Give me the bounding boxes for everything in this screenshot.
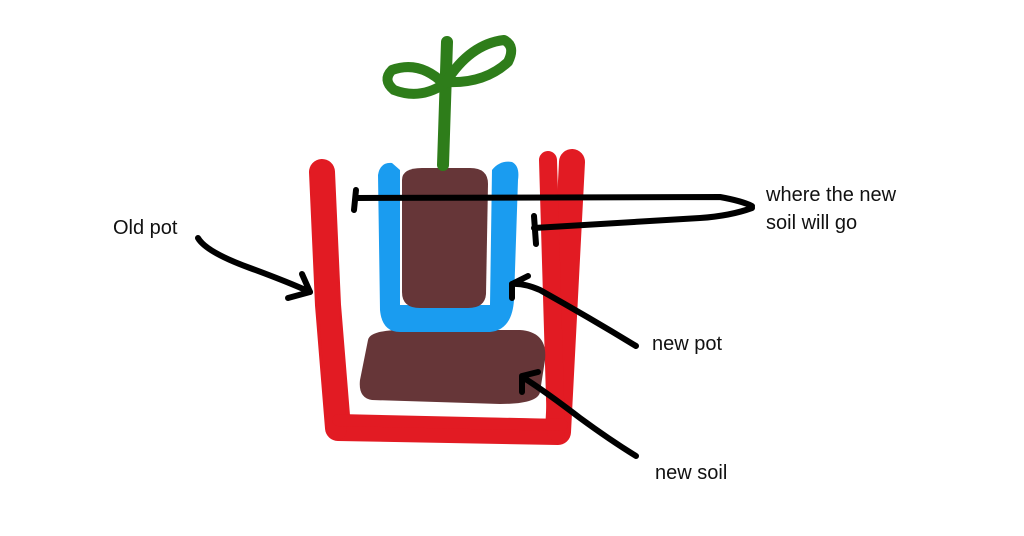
new-pot-arrowhead xyxy=(509,273,531,301)
soil-gap-label: where the new soil will go xyxy=(766,181,896,237)
old-pot-arrowhead xyxy=(285,271,313,301)
new-pot-arrow xyxy=(509,280,639,349)
seedling-right-leaf xyxy=(441,35,517,88)
seedling xyxy=(382,35,517,171)
new-soil-arrowhead xyxy=(519,369,541,395)
new-soil-arrow xyxy=(521,375,639,459)
soil-gap-label-line1: where the new xyxy=(766,184,897,206)
soil-gap-arrow-right xyxy=(531,205,755,231)
new-pot xyxy=(378,161,519,332)
old-pot-left-wall xyxy=(310,160,347,440)
soil-gap-arrow-right-head xyxy=(531,213,539,247)
soil-gap-label-line2: soil will go xyxy=(766,212,858,234)
root-ball xyxy=(402,168,488,308)
new-soil-mound xyxy=(359,329,546,404)
annotation-arrows xyxy=(195,187,755,459)
old-pot-arrow xyxy=(195,235,313,295)
new-soil-label: new soil xyxy=(655,462,728,484)
new-pot-label: new pot xyxy=(652,333,723,355)
old-pot-label: Old pot xyxy=(113,217,178,239)
soil-gap-arrow-left-head xyxy=(351,187,359,213)
seedling-stem xyxy=(437,36,453,171)
old-pot-bottom xyxy=(332,414,568,431)
soil-gap-arrow-left xyxy=(353,194,755,209)
seedling-left-leaf xyxy=(382,62,449,99)
